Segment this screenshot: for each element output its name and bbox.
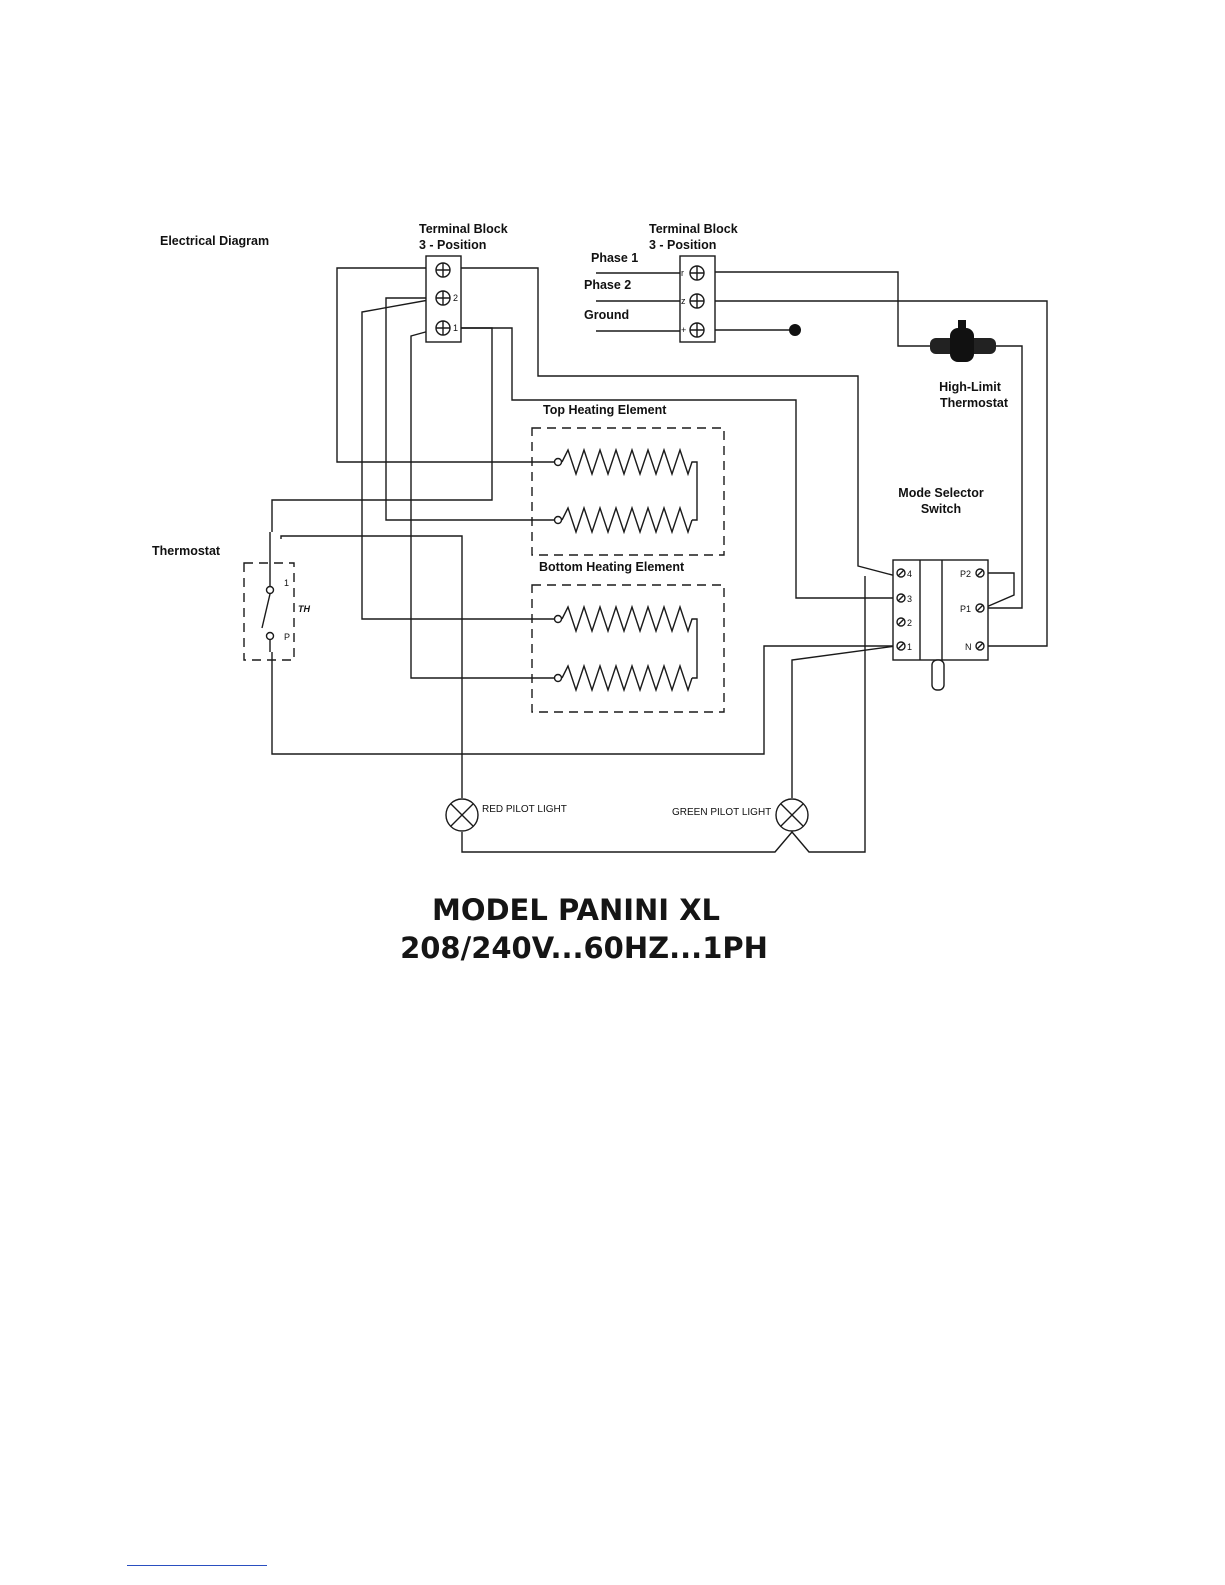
thermostat-tag: TH	[298, 604, 310, 614]
thermostat-pin-1: 1	[284, 578, 289, 588]
terminal-block-left: 2 1	[426, 256, 461, 342]
thermostat-label: Thermostat	[152, 544, 221, 558]
phase-2-label: Phase 2	[584, 278, 631, 292]
green-pilot-label: GREEN PILOT LIGHT	[672, 807, 771, 818]
terminal-screw-icon	[690, 323, 704, 337]
model-rating: 208/240V...60HZ...1PH	[400, 931, 768, 965]
high-limit-thermostat-icon	[930, 320, 996, 362]
model-name: MODEL PANINI XL	[432, 893, 720, 927]
resistor-coil-icon	[562, 666, 692, 690]
pin-label: 2	[453, 293, 458, 303]
pin-label: r	[681, 268, 684, 278]
terminal-screw-icon	[436, 321, 450, 335]
terminal-block-right-subtitle: 3 - Position	[649, 238, 716, 252]
footnote-separator	[127, 1565, 267, 1566]
red-pilot-light-icon	[446, 799, 478, 831]
terminal-block-right: r z +	[680, 256, 715, 342]
switch-terminal-label: N	[965, 642, 972, 652]
terminal-screw-icon	[436, 263, 450, 277]
bottom-heating-element	[532, 585, 724, 712]
green-pilot-light-icon	[776, 799, 808, 831]
high-limit-label-line2: Thermostat	[940, 396, 1009, 410]
switch-terminal-label: 3	[907, 594, 912, 604]
terminal-block-left-subtitle: 3 - Position	[419, 238, 486, 252]
switch-terminal-label: 1	[907, 642, 912, 652]
switch-terminal-label: P2	[960, 569, 971, 579]
phase-1-label: Phase 1	[591, 251, 638, 265]
pin-label: +	[681, 325, 686, 335]
high-limit-label: High-Limit	[939, 380, 1002, 394]
top-element-label: Top Heating Element	[543, 403, 667, 417]
red-pilot-label: RED PILOT LIGHT	[482, 804, 567, 815]
terminal-block-right-title: Terminal Block	[649, 222, 738, 236]
resistor-coil-icon	[562, 607, 697, 678]
terminal-screw-icon	[690, 266, 704, 280]
pin-label: 1	[453, 323, 458, 333]
terminal-block-left-title: Terminal Block	[419, 222, 508, 236]
mode-switch-label-line2: Switch	[921, 502, 961, 516]
resistor-coil-icon	[562, 508, 692, 532]
terminal-screw-icon	[690, 294, 704, 308]
switch-terminal-label: 2	[907, 618, 912, 628]
terminal-screw-icon	[436, 291, 450, 305]
switch-knob-icon	[932, 660, 944, 690]
ground-label: Ground	[584, 308, 629, 322]
mode-switch-label: Mode Selector	[898, 486, 984, 500]
switch-terminal-label: 4	[907, 569, 912, 579]
top-heating-element	[532, 428, 724, 555]
thermostat-pin-p: P	[284, 632, 290, 642]
thermostat-switch: 1 P TH	[244, 532, 310, 660]
bottom-element-label: Bottom Heating Element	[539, 560, 685, 574]
diagram-heading: Electrical Diagram	[160, 234, 269, 248]
mode-selector-switch: 4 3 2 1 P2 P1 N	[893, 560, 988, 690]
ground-terminal-icon	[789, 324, 801, 336]
resistor-coil-icon	[562, 450, 697, 520]
switch-terminal-label: P1	[960, 604, 971, 614]
pin-label: z	[681, 296, 686, 306]
